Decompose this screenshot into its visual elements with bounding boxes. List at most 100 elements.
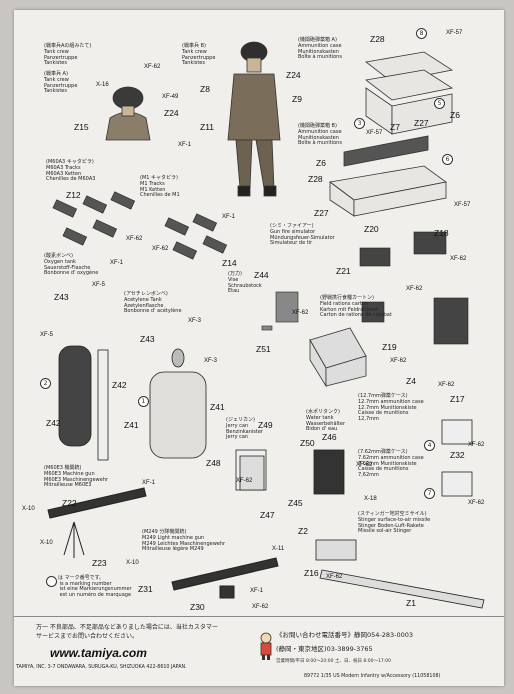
paint-tag-xf3-a: XF-3 xyxy=(188,318,202,324)
part-z51: Z51 xyxy=(256,344,271,354)
part-z18: Z18 xyxy=(434,228,449,238)
part-z16: Z16 xyxy=(304,568,319,578)
footer-notice: 万一 不良部品、不足部品などありました場合には、当社カスタマー サービスまでお問… xyxy=(36,624,218,640)
part-z9: Z9 xyxy=(292,94,302,104)
part-z42-b: Z42 xyxy=(46,418,61,428)
marking-7: 7 xyxy=(424,488,435,499)
paint-tag-xf62-g: XF-62 xyxy=(390,358,407,364)
paint-tag-x10-c: X-10 xyxy=(126,560,139,566)
ammo-case-drawing xyxy=(329,51,454,217)
m60e3-gun-drawing xyxy=(47,487,147,558)
label-rations: Field rations carton Karton mit Feldrati… xyxy=(320,301,392,319)
paint-tag-xf62-e: XF-62 xyxy=(450,256,467,262)
part-z30: Z30 xyxy=(190,602,205,612)
part-z44: Z44 xyxy=(254,270,269,280)
label-m60e3-jp: (M60E3 機関銃) xyxy=(44,465,82,471)
paint-tag-xf62-k: XF-62 xyxy=(236,478,253,484)
label-gun-fire-jp: (シミ・ファイアー) xyxy=(270,223,314,229)
label-m60a3-tracks-jp: (M60A3 キャタピラ) xyxy=(46,159,94,165)
marking-5: 5 xyxy=(434,98,445,109)
label-m249: M249 Light machine gun M249 Leichtes Mas… xyxy=(142,535,226,553)
footer-address: TAMIYA, INC. 3-7 ONDAWARA, SURUGA-KU, SH… xyxy=(16,665,187,670)
label-acetylene-jp: (アセチレンボンベ) xyxy=(124,291,168,297)
part-z49: Z49 xyxy=(258,420,273,430)
paint-tag-xf62-a: XF-62 xyxy=(144,64,161,70)
part-z15: Z15 xyxy=(74,122,89,132)
tank-crew-a-drawing xyxy=(105,86,151,141)
part-z21: Z21 xyxy=(336,266,351,276)
marking-1: 1 xyxy=(138,396,149,407)
paint-tag-xf1-c: XF-1 xyxy=(222,214,236,220)
paint-tag-x16: X-16 xyxy=(96,82,109,88)
label-oxygen-jp: (酸素ボンベ) xyxy=(44,253,73,259)
jerry-can-drawing xyxy=(235,449,267,491)
marking-3: 3 xyxy=(354,118,365,129)
part-z28-top: Z28 xyxy=(370,34,385,44)
part-z7: Z7 xyxy=(390,122,400,132)
contact-hours: 営業時間/平日 8:00〜20:00 土、日、祝日 8:00〜17:00 xyxy=(276,659,391,664)
track-links-drawing xyxy=(52,191,228,260)
paint-tag-xf62-m: XF-62 xyxy=(326,574,343,580)
part-z41-b: Z41 xyxy=(124,420,139,430)
label-m60a3-tracks: M60A3 Tracks M60A3 Ketten Chenilles de M… xyxy=(46,165,96,183)
part-z17: Z17 xyxy=(450,394,465,404)
tank-crew-b-drawing xyxy=(227,41,281,197)
label-acetylene: Acetylene Tank Azetylenflasche Bonbonne … xyxy=(124,297,182,315)
paint-tag-xf1-e: XF-1 xyxy=(250,588,264,594)
label-tank-crew-a2: Tank crew Panzertruppe Tankistes xyxy=(44,77,78,95)
label-oxygen: Oxygen tank Sauerstoff-Flasche Bonbonne … xyxy=(44,259,99,277)
part-z32: Z32 xyxy=(450,450,465,460)
part-z6-a: Z6 xyxy=(450,110,460,120)
label-m1-tracks-jp: (M1 キャタピラ) xyxy=(140,175,178,181)
footer-divider xyxy=(14,616,504,617)
part-z45: Z45 xyxy=(288,498,303,508)
paint-tag-xf62-b: XF-62 xyxy=(126,236,143,242)
label-stinger-jp: (スティンガー地対空ミサイル) xyxy=(358,511,427,517)
part-z46: Z46 xyxy=(322,432,337,442)
label-ammo127: 12.7mm ammunition case 12.7mm Munitionsk… xyxy=(358,399,424,422)
mascot-icon xyxy=(260,632,272,660)
label-rations-jp: (野戦携行食糧カートン) xyxy=(320,295,374,301)
paint-tag-x10-a: X-10 xyxy=(22,506,35,512)
label-water: Water tank Wasserbehälter Bidon d' eau xyxy=(306,415,345,433)
part-z43-b: Z43 xyxy=(140,334,155,344)
marking-8: 8 xyxy=(416,28,427,39)
paint-tag-xf49: XF-49 xyxy=(162,94,179,100)
small-ammo-cases-drawing xyxy=(441,419,473,497)
paint-tag-xf3-b: XF-3 xyxy=(204,358,218,364)
label-ammo-case-b-jp: (機関砲弾薬箱 B) xyxy=(298,123,337,129)
legend-marker-icon xyxy=(46,576,57,587)
part-z22: Z22 xyxy=(62,498,77,508)
label-m1-tracks: M1 Tracks M1 Ketten Chenilles de M1 xyxy=(140,181,180,199)
label-tank-crew-b: Tank crew Panzertruppe Tankistes xyxy=(182,49,216,67)
part-z8: Z8 xyxy=(200,84,210,94)
footer-url[interactable]: www.tamiya.com xyxy=(50,646,147,660)
part-z27-a: Z27 xyxy=(414,118,429,128)
part-z23: Z23 xyxy=(92,558,107,568)
paint-tag-xf5: XF-5 xyxy=(92,282,106,288)
paint-tag-xf57-b: XF-57 xyxy=(366,130,383,136)
paint-tag-x18: X-18 xyxy=(364,496,377,502)
paint-tag-xf62-j: XF-62 xyxy=(468,500,485,506)
label-stinger: Stinger surface-to-air missile Stinger B… xyxy=(358,517,431,535)
parts-illustrations xyxy=(47,41,485,609)
paint-tag-xf62-f: XF-62 xyxy=(406,286,423,292)
marking-2: 2 xyxy=(40,378,51,389)
paint-tag-xf57-c: XF-57 xyxy=(454,202,471,208)
part-z48: Z48 xyxy=(206,458,221,468)
part-z4: Z4 xyxy=(406,376,416,386)
label-water-jp: (水ポリタンク) xyxy=(306,409,340,415)
paint-tag-xf5-b: XF-5 xyxy=(40,332,54,338)
paint-tag-xf1-d: XF-1 xyxy=(142,480,156,486)
footer-product-code: 89772 1/35 US Modern Infantry w/Accessor… xyxy=(304,674,441,679)
label-tank-crew-a: Tank crew Panzertruppe Tankistes xyxy=(44,49,78,67)
label-ammo127-jp: (12.7mm弾薬ケース) xyxy=(358,393,408,399)
m249-gun-drawing xyxy=(171,557,279,599)
label-tank-crew-b-jp: (戦車兵 B) xyxy=(182,43,206,49)
gun-fire-simulator-drawing xyxy=(359,231,469,345)
rations-carton-drawing xyxy=(309,327,367,388)
paint-tag-xf62-i: XF-62 xyxy=(468,442,485,448)
label-vise: Vise Schraubstock Etau xyxy=(228,277,262,295)
instruction-sheet: (戦車兵Aの組みたて) Tank crew Panzertruppe Tanki… xyxy=(14,10,504,686)
part-z2: Z2 xyxy=(298,526,308,536)
